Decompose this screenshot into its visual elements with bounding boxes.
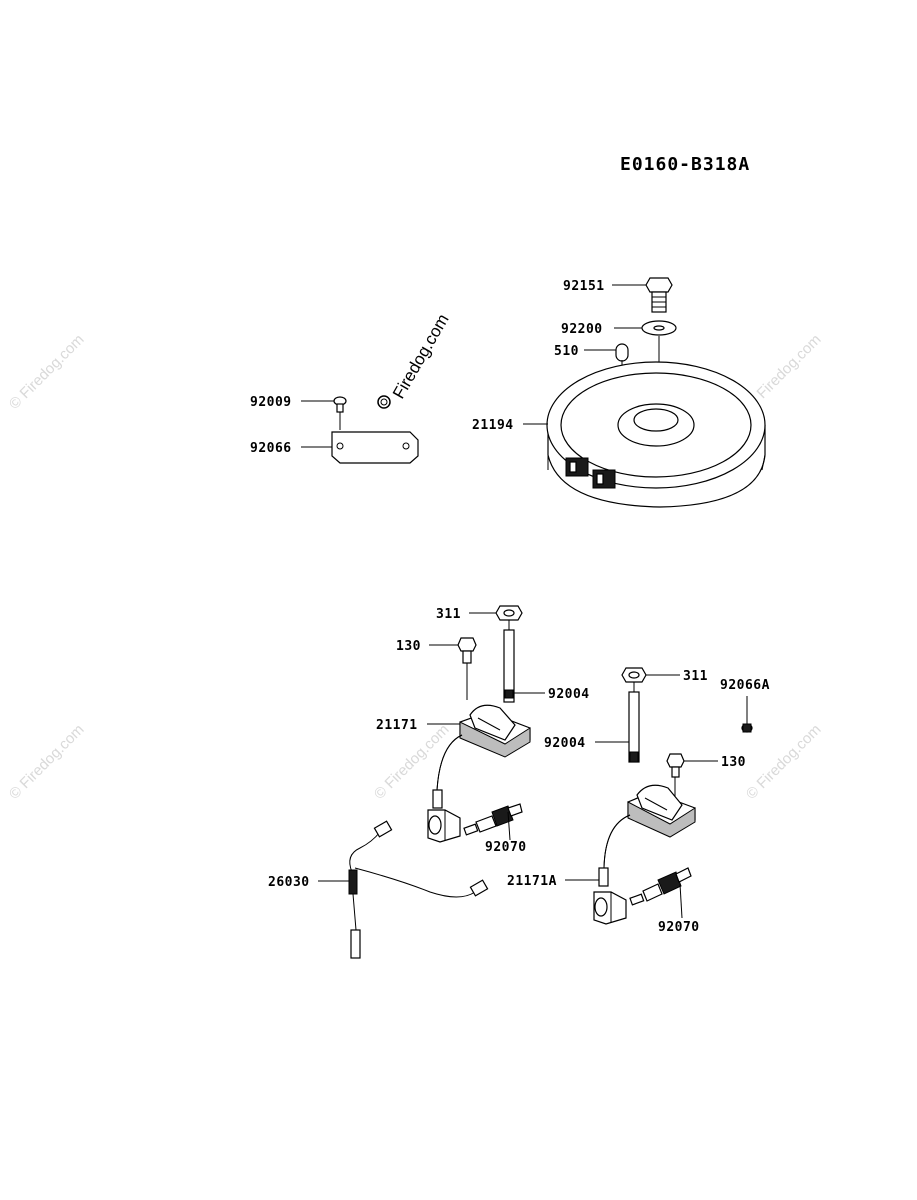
label-311-right: 311 <box>683 669 708 684</box>
label-92066: 92066 <box>250 441 292 456</box>
ignition-coil-21171 <box>432 704 531 809</box>
stud-92004-left <box>503 629 515 703</box>
part-labels: 92151 92200 510 21194 92009 92066 311 13… <box>250 279 770 935</box>
label-92066A: 92066A <box>720 678 770 693</box>
watermark: © Firedog.com <box>6 721 88 803</box>
bolt-92151 <box>645 277 673 313</box>
label-92070-left: 92070 <box>485 840 527 855</box>
stud-92004-right <box>628 691 640 763</box>
label-92009: 92009 <box>250 395 292 410</box>
ignition-coil-21171A <box>598 784 696 887</box>
plate-92066 <box>331 431 419 464</box>
label-92070-right: 92070 <box>658 920 700 935</box>
label-92004-left: 92004 <box>548 687 590 702</box>
label-510: 510 <box>554 344 579 359</box>
brand-text: Firedog.com <box>389 311 453 402</box>
lead-wire-26030 <box>348 820 489 959</box>
spark-plug-cap-right <box>593 891 627 925</box>
flywheel-21194 <box>546 361 766 508</box>
leader-lines <box>301 284 748 882</box>
label-26030: 26030 <box>268 875 310 890</box>
label-21171A: 21171A <box>507 874 557 889</box>
spark-plug-cap-left <box>427 809 461 843</box>
watermark: © Firedog.com <box>743 721 825 803</box>
label-92004-right: 92004 <box>544 736 586 751</box>
label-130-right: 130 <box>721 755 746 770</box>
label-311-left: 311 <box>436 607 461 622</box>
screw-130-left <box>457 637 477 700</box>
watermark: © Firedog.com <box>6 331 88 413</box>
spark-plug-92070-left <box>463 803 523 841</box>
spark-plug-92070-right <box>629 867 692 919</box>
label-21194: 21194 <box>472 418 514 433</box>
diagram-code: E0160-B318A <box>620 154 750 175</box>
label-21171: 21171 <box>376 718 418 733</box>
label-92151: 92151 <box>563 279 605 294</box>
label-92200: 92200 <box>561 322 603 337</box>
label-130-left: 130 <box>396 639 421 654</box>
nut-311-left <box>495 605 523 630</box>
brand-mark: Firedog.com <box>377 311 453 409</box>
nut-311-right <box>621 667 647 692</box>
grommet-92066A <box>741 723 753 733</box>
screw-92009 <box>333 396 347 430</box>
